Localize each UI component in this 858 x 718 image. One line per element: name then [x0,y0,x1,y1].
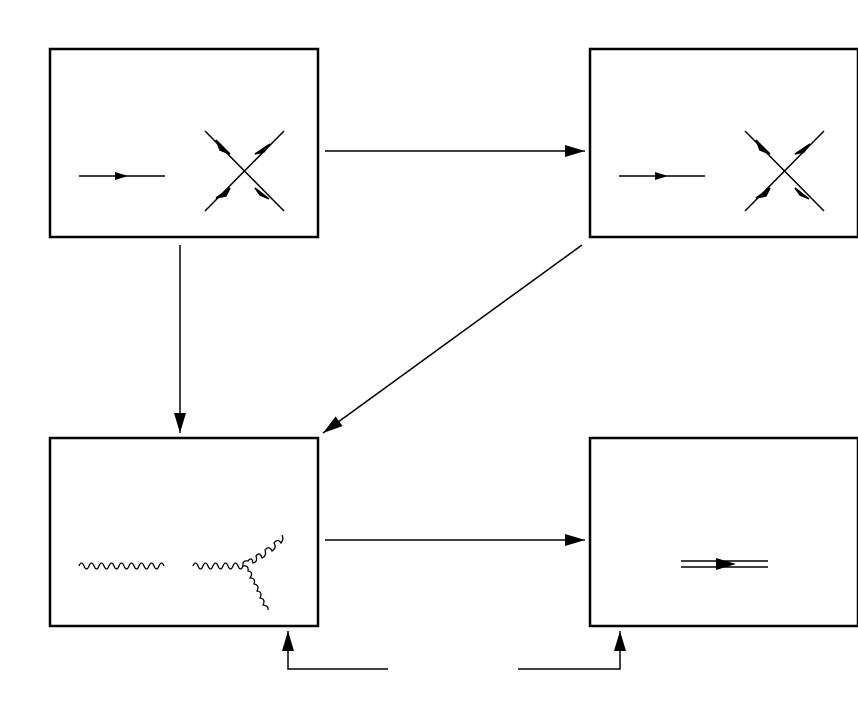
arrow-top-right-to-bottom-left [322,244,583,434]
three-wavy-vertex-icon [192,534,284,611]
wavy-propagator-icon [78,562,165,570]
box-top-left [48,47,320,239]
propagator-arrow-icon [619,172,705,180]
arrow-feedback-to-bottom-right [518,631,626,670]
four-point-vertex-icon [744,130,825,212]
arrow-feedback-to-bottom-left [282,631,388,670]
box-top-right [588,47,858,239]
box-bottom-right [588,436,858,628]
double-line-arrow-icon [681,558,768,570]
box-bottom-left [48,436,320,628]
four-point-vertex-icon [204,130,285,212]
propagator-arrow-icon [79,172,165,180]
